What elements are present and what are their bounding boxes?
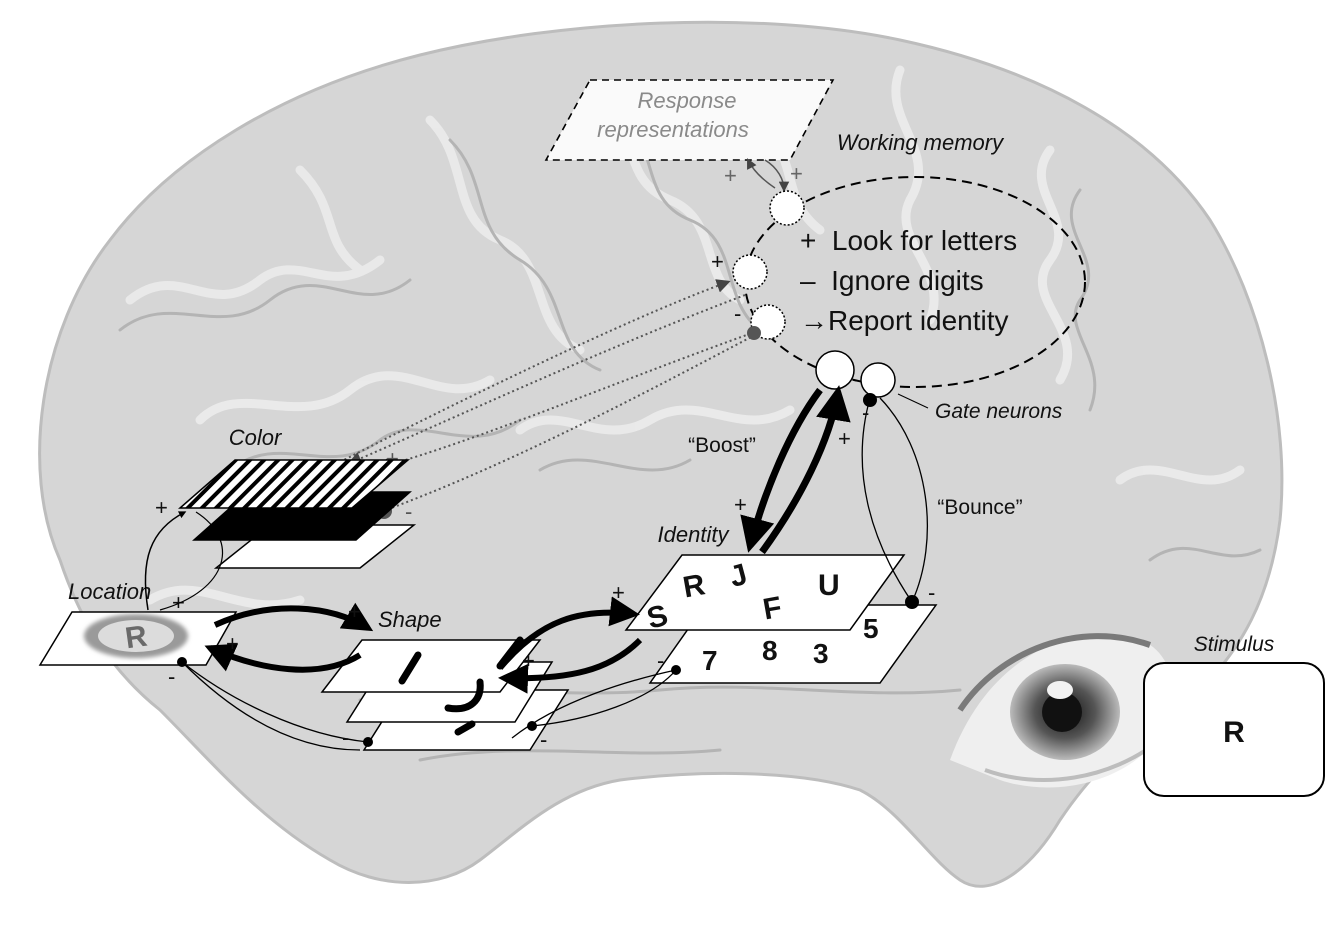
stimulus-letter: R	[1223, 716, 1245, 749]
stimulus-label: Stimulus	[1194, 633, 1275, 656]
wm-node-letters	[733, 255, 767, 289]
wm-inhibit-node	[747, 326, 761, 340]
response-label-line1: Response	[637, 88, 736, 113]
identity-digit-5: 5	[863, 613, 879, 644]
response-label-line2: representations	[597, 117, 749, 142]
identity-digit-3: 3	[813, 638, 829, 669]
response-representations-box: Response representations	[546, 80, 833, 160]
location-inhibit-node	[177, 657, 187, 667]
identity-label: Identity	[658, 522, 731, 547]
location-minus: -	[168, 664, 175, 689]
bounce-minus-upper: -	[862, 400, 869, 425]
wm-digits-minus: -	[734, 301, 741, 326]
digits-inhibit-node	[671, 665, 681, 675]
shape-plus: +	[348, 599, 361, 624]
bounce-identity-node	[905, 595, 919, 609]
bounce-label: “Bounce”	[937, 496, 1022, 519]
boost-plus-upper: +	[838, 426, 851, 451]
response-plus-right: +	[790, 161, 803, 186]
bounce-minus-lower: -	[928, 580, 935, 605]
color-label: Color	[229, 425, 283, 450]
identity-digit-8: 8	[762, 635, 778, 666]
wm-rule-report-identity: →Report identity	[800, 305, 1009, 336]
color-minus: -	[405, 499, 412, 524]
color-input-plus: +	[155, 495, 168, 520]
identity-letter-u: U	[818, 569, 840, 602]
working-memory-title: Working memory	[837, 130, 1005, 155]
gate-neuron-boost	[816, 351, 854, 389]
shape-bottom-minus: -	[342, 725, 349, 750]
shape-digit-inhibit-node	[527, 721, 537, 731]
shape-from-identity-plus: +	[522, 648, 535, 673]
location-label: Location	[68, 579, 151, 604]
location-from-shape-plus: +	[226, 631, 239, 656]
boost-label: “Boost”	[688, 434, 756, 457]
shape-digit-minus: -	[540, 727, 547, 752]
shape-inhibit-node	[363, 737, 373, 747]
gate-neuron-bounce	[861, 363, 895, 397]
wm-rule-ignore-digits: – Ignore digits	[800, 265, 984, 296]
digits-minus: -	[657, 648, 664, 673]
shape-label: Shape	[378, 607, 442, 632]
identity-digit-7: 7	[702, 645, 718, 676]
identity-plus: +	[612, 580, 625, 605]
boost-plus-lower: +	[734, 492, 747, 517]
wm-node-response	[770, 191, 804, 225]
location-plus: +	[172, 590, 185, 615]
gate-neurons-label: Gate neurons	[935, 400, 1063, 423]
response-plus-left: +	[724, 163, 737, 188]
wm-letters-plus: +	[711, 249, 724, 274]
wm-rule-look-letters: + Look for letters	[800, 225, 1017, 256]
